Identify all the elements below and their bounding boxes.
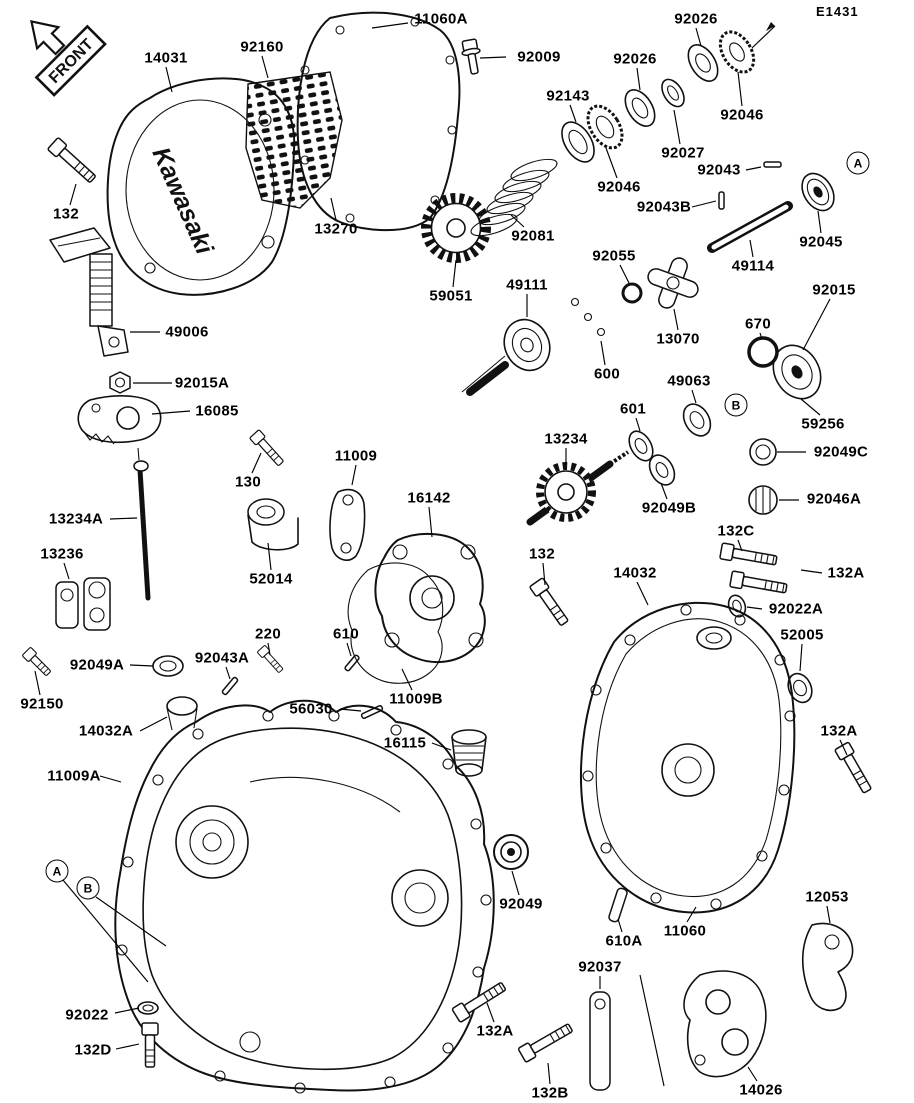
seal-92049b (648, 454, 676, 486)
front-arrow: FRONT (30, 20, 107, 97)
page-code: E1431 (816, 4, 859, 19)
nut-92015a (109, 371, 131, 394)
spring-92081 (470, 158, 558, 237)
washer-stack-92143 (561, 121, 595, 163)
direction-arrowhead (766, 22, 775, 31)
fitting-52014 (247, 498, 299, 551)
pin-610 (344, 654, 360, 672)
gasket-11009 (329, 488, 366, 561)
bolt-92150 (22, 647, 51, 676)
bolt-130 (249, 429, 284, 466)
cover-gasket-11009a (114, 699, 495, 1094)
bolt-132a-bottom (451, 982, 506, 1023)
lever-49006 (49, 227, 129, 357)
washer-92026-top (687, 44, 719, 82)
oring-670 (747, 336, 779, 368)
cover-14032 (579, 601, 796, 914)
bracket-13236 (55, 577, 111, 631)
bolt-132c (719, 542, 778, 566)
balls-600 (570, 297, 606, 337)
bolt-92009 (461, 38, 481, 75)
bearing-92015-impeller-59256 (772, 344, 822, 400)
bolt-132-topleft (47, 137, 96, 183)
washer-92022 (137, 1001, 159, 1015)
washer-92026-left (624, 89, 656, 127)
leader-lines (34, 22, 848, 1087)
strap-92037 (589, 991, 611, 1091)
rod-13234a (133, 447, 151, 601)
bearing-92046a (748, 485, 778, 515)
bearing-92045 (801, 172, 835, 212)
plug-16115 (451, 729, 487, 777)
bracket-12053 (801, 922, 854, 1012)
bearing-92046-top (718, 30, 756, 74)
pin-92043 (763, 161, 782, 168)
bolt-132a-right1 (729, 570, 788, 594)
pin-610a (608, 887, 628, 923)
bolt-132a-right2 (834, 741, 872, 794)
ratchet-16085 (77, 395, 162, 445)
seal-92049a (152, 655, 184, 677)
collar-49063 (682, 403, 712, 437)
cover-14032a (142, 696, 463, 1071)
heat-shield-92160 (245, 71, 343, 209)
oring-92055 (621, 282, 643, 304)
pin-92043a (221, 676, 239, 696)
bracket-14026 (683, 970, 767, 1078)
kawasaki-logo: Kawasaki (147, 143, 219, 259)
screw-220 (257, 645, 284, 673)
bolt-132d (141, 1022, 159, 1068)
shaft-49114 (707, 201, 793, 253)
seal-52005 (787, 672, 813, 704)
gear-13234 (526, 450, 630, 526)
seal-92049 (493, 834, 529, 870)
bolt-132-mid (529, 577, 569, 626)
bolt-132b (517, 1023, 573, 1063)
pump-gasket-11009b (347, 562, 444, 684)
seal-92049c (749, 438, 777, 466)
gear-59051 (421, 193, 491, 263)
bearing-601 (628, 430, 654, 462)
washer-92022a (727, 594, 747, 618)
shaft-49111 (461, 318, 551, 396)
bearing-92046-lower (586, 104, 624, 150)
pump-body-16142 (374, 532, 486, 664)
pin-92043b (718, 191, 725, 210)
impeller-13070 (647, 257, 699, 309)
washer-92027 (661, 78, 685, 108)
